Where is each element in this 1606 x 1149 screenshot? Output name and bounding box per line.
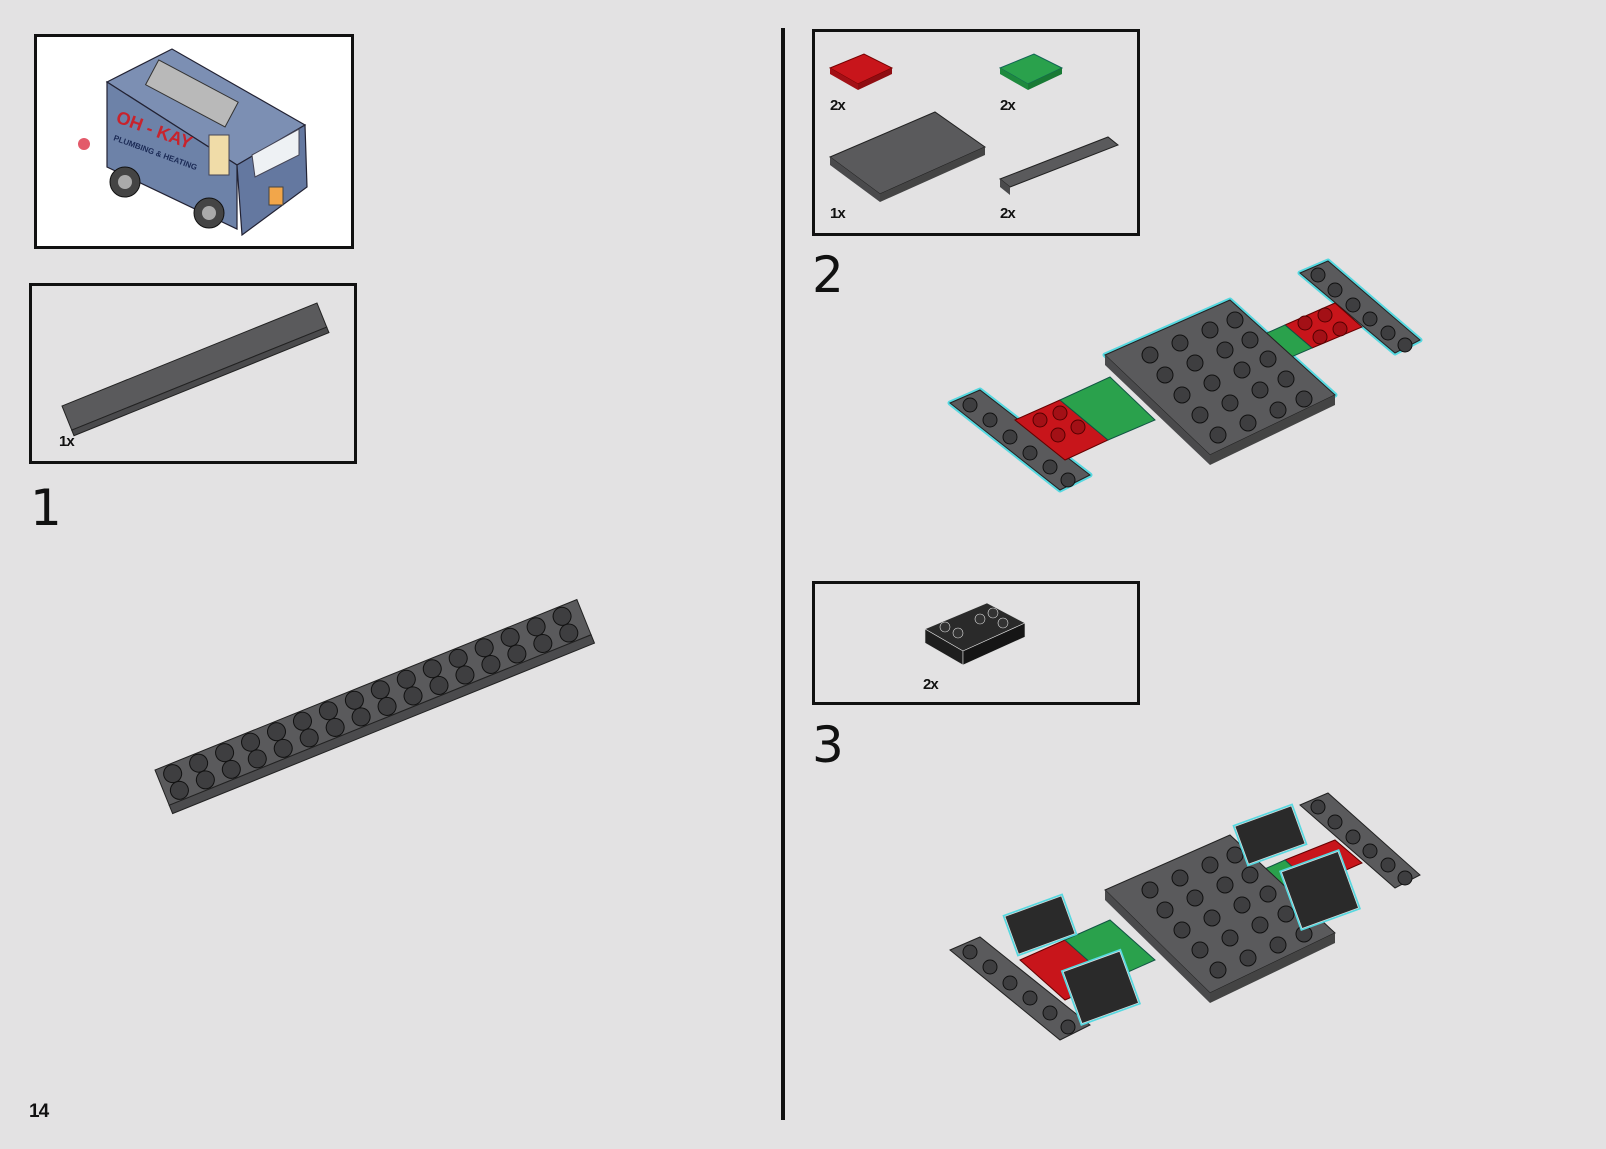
green-tile-2x2-part-icon [998, 53, 1064, 90]
page-number: 14 [29, 1101, 49, 1122]
part-quantity: 2x [1000, 97, 1016, 114]
page-divider [781, 28, 785, 1120]
part-quantity: 2x [830, 97, 846, 114]
part-quantity: 1x [59, 433, 75, 450]
step-2-assembly [947, 258, 1423, 493]
step-number-2: 2 [812, 246, 844, 304]
step-number-1: 1 [30, 479, 62, 537]
model-preview-frame: OH - KAY PLUMBING & HEATING [34, 34, 354, 249]
step-number-3: 3 [812, 716, 844, 774]
van-preview-image: OH - KAY PLUMBING & HEATING [78, 48, 308, 237]
part-quantity: 2x [923, 676, 939, 693]
plate-1x6-part-icon [999, 136, 1119, 195]
red-plate-2x2-part-icon [828, 53, 894, 90]
step-1-parts-box: 1x [29, 283, 357, 464]
step-3-parts-box: 2x [812, 581, 1140, 705]
step-2-parts-box: 2x 2x 1x 2x [812, 29, 1140, 236]
wheel-holder-brick-part-icon [924, 602, 1026, 666]
step-1-assembly-plate [154, 598, 596, 815]
part-quantity: 1x [830, 205, 846, 222]
step-3-assembly [949, 792, 1421, 1041]
plate-4x6-part-icon [829, 111, 987, 202]
part-quantity: 2x [1000, 205, 1016, 222]
plate-2x16-part-icon [61, 302, 330, 437]
